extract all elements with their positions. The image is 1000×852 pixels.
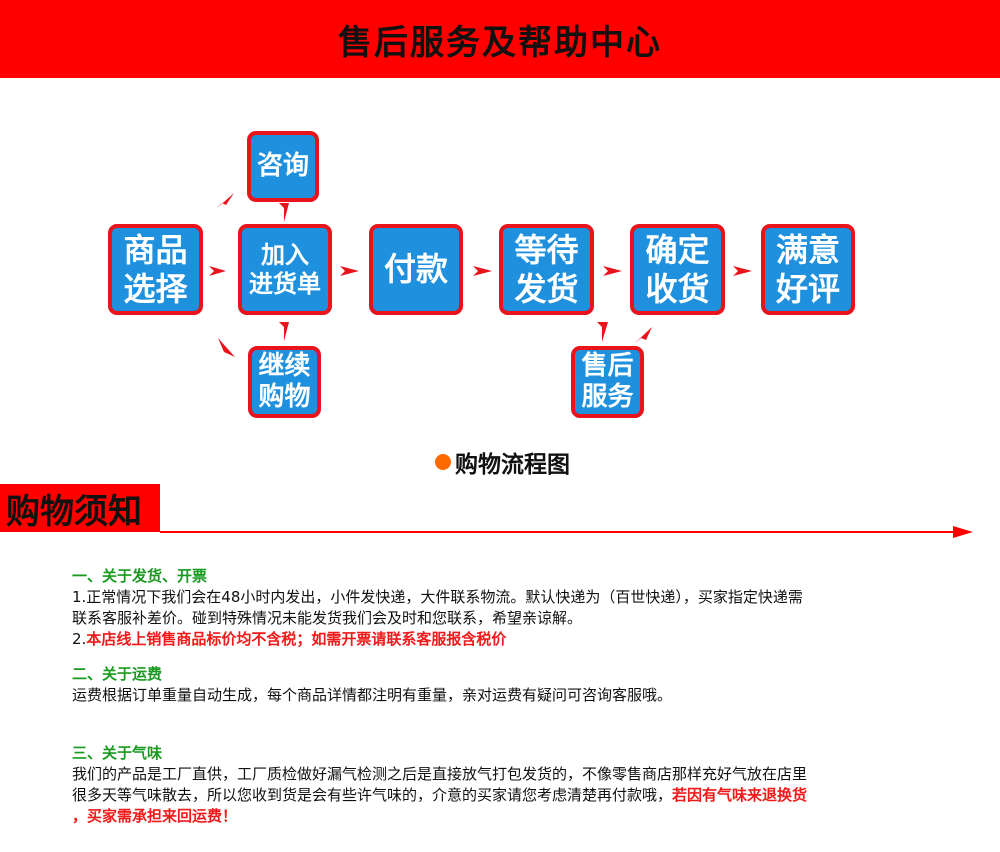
section-shipping-line-2: 联系客服补差价。碰到特殊情况未能发货我们会及时和您联系，希望亲谅解。 xyxy=(72,609,583,627)
step-confirm-label-2: 收货 xyxy=(645,269,710,308)
step-confirm-label-1: 确定 xyxy=(645,231,710,270)
section-shipping-line-1: 1.正常情况下我们会在48小时内发出，小件发快递，大件联系物流。默认快递为（百世… xyxy=(72,588,803,606)
odor-note: 很多天等气味散去，所以您收到货是会有些许气味的，介意的买家请您考虑清楚再付款哦， xyxy=(72,786,673,804)
section-freight-line-1: 运费根据订单重量自动生成，每个商品详情都注明有重量，亲对运费有疑问可咨询客服哦。 xyxy=(72,686,673,704)
section-shipping-line-3: 2.本店线上销售商品标价均不含税；如需开票请联系客服报含税价 xyxy=(72,629,803,650)
step-add: 加入 进货单 xyxy=(238,224,332,315)
step-aftersale-label-1: 售后 xyxy=(581,350,634,381)
odor-return-warning: 若因有气味来退换货 xyxy=(672,786,808,804)
step-continue: 继续 购物 xyxy=(248,346,321,418)
arrow-wait-to-aftersale xyxy=(597,322,608,342)
divider-arrow-icon xyxy=(953,526,973,538)
header-banner: 售后服务及帮助中心 xyxy=(0,0,1000,78)
step-consult-label: 咨询 xyxy=(256,150,309,181)
step-review: 满意 好评 xyxy=(761,224,855,315)
step-aftersale: 售后 服务 xyxy=(571,346,644,418)
step-select: 商品 选择 xyxy=(108,224,203,315)
section-freight: 二、关于运费 运费根据订单重量自动生成，每个商品详情都注明有重量，亲对运费有疑问… xyxy=(72,664,672,706)
section-odor-line-3: ，买家需承担来回运费！ xyxy=(72,807,238,825)
step-confirm: 确定 收货 xyxy=(630,224,725,315)
step-add-label-2: 进货单 xyxy=(249,269,321,298)
step-continue-label-1: 继续 xyxy=(258,350,311,381)
invoice-notice: 本店线上销售商品标价均不含税；如需开票请联系客服报含税价 xyxy=(86,630,507,648)
arrow-wait-to-confirm xyxy=(603,266,622,276)
step-select-label-1: 商品 xyxy=(123,231,188,270)
arrow-to-consult xyxy=(216,193,234,209)
step-review-label-2: 好评 xyxy=(775,269,840,308)
shopping-flowchart: 咨询 商品 选择 加入 进货单 付款 等待 发货 确定 收货 满意 好评 继续 … xyxy=(108,131,855,478)
arrow-aftersale-to-confirm xyxy=(634,327,652,344)
section-odor-line-2: 很多天等气味散去，所以您收到货是会有些许气味的，介意的买家请您考虑清楚再付款哦，… xyxy=(72,785,807,806)
section-odor-line-1: 我们的产品是工厂直供，工厂质检做好漏气检测之后是直接放气打包发货的，不像零售商店… xyxy=(72,765,808,783)
step-aftersale-label-2: 服务 xyxy=(581,382,634,412)
arrow-select-to-add xyxy=(209,266,226,276)
arrow-pay-to-wait xyxy=(473,266,492,276)
legend-dot-icon xyxy=(435,454,451,470)
step-continue-label-2: 购物 xyxy=(258,382,311,412)
arrow-add-to-continue xyxy=(279,322,289,341)
page-title: 售后服务及帮助中心 xyxy=(338,22,662,63)
step-pay: 付款 xyxy=(369,224,463,315)
section-shipping-heading: 一、关于发货、开票 xyxy=(72,567,208,585)
step-pay-label: 付款 xyxy=(383,250,448,289)
flowchart-legend: 购物流程图 xyxy=(435,447,570,478)
notice-heading: 购物须知 xyxy=(0,484,160,532)
flow-arrows xyxy=(209,193,752,357)
step-wait-label-2: 发货 xyxy=(514,269,579,308)
step-wait-label-1: 等待 xyxy=(514,231,579,270)
arrow-consult-to-add xyxy=(279,203,289,222)
section-freight-heading: 二、关于运费 xyxy=(72,665,163,683)
legend-label: 购物流程图 xyxy=(455,452,570,478)
arrow-to-select xyxy=(218,338,235,357)
arrow-confirm-to-review xyxy=(733,266,752,276)
section-odor: 三、关于气味 我们的产品是工厂直供，工厂质检做好漏气检测之后是直接放气打包发货的… xyxy=(72,743,807,827)
step-select-label-2: 选择 xyxy=(123,269,188,308)
arrow-add-to-pay xyxy=(340,266,359,276)
section-shipping: 一、关于发货、开票 1.正常情况下我们会在48小时内发出，小件发快递，大件联系物… xyxy=(72,566,803,650)
step-consult: 咨询 xyxy=(247,131,319,202)
step-wait: 等待 发货 xyxy=(499,224,594,315)
section-odor-heading: 三、关于气味 xyxy=(72,744,163,762)
invoice-prefix: 2. xyxy=(72,630,87,648)
step-add-label-1: 加入 xyxy=(261,240,309,269)
notice-divider xyxy=(160,531,968,533)
step-review-label-1: 满意 xyxy=(775,231,840,270)
